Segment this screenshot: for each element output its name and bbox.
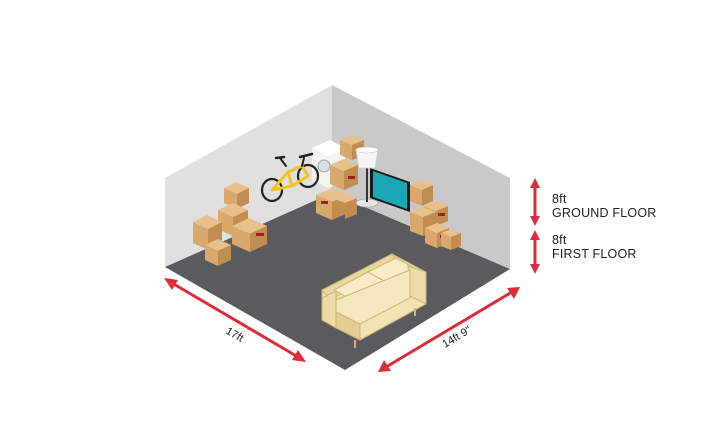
ground-floor-label: 8ft GROUND FLOOR bbox=[552, 192, 657, 220]
height-dimension-first bbox=[530, 230, 540, 274]
width-label: 17ft bbox=[224, 325, 246, 345]
first-floor-text: FIRST FLOOR bbox=[552, 247, 637, 261]
box-icon bbox=[330, 159, 358, 190]
box-icon bbox=[232, 218, 267, 252]
box-icon bbox=[224, 182, 249, 209]
bicycle-icon bbox=[260, 152, 320, 203]
right-wall bbox=[332, 85, 510, 269]
box-icon bbox=[410, 180, 433, 206]
first-height-value: 8ft bbox=[552, 233, 567, 247]
depth-label: 14ft 9" bbox=[440, 324, 473, 351]
width-dimension: 17ft bbox=[164, 278, 306, 362]
floor-lamp-icon bbox=[355, 146, 379, 208]
sofa-icon bbox=[321, 253, 427, 348]
ground-floor-text: GROUND FLOOR bbox=[552, 206, 657, 220]
box-icon bbox=[332, 193, 357, 219]
tv-icon bbox=[370, 168, 410, 212]
first-floor-label: 8ft FIRST FLOOR bbox=[552, 233, 637, 261]
height-dimension-ground bbox=[530, 178, 540, 226]
box-icon bbox=[441, 229, 461, 250]
ground-height-value: 8ft bbox=[552, 192, 567, 206]
box-icon bbox=[205, 239, 231, 266]
box-stack-left bbox=[193, 182, 267, 266]
box-stack-right bbox=[410, 180, 461, 250]
